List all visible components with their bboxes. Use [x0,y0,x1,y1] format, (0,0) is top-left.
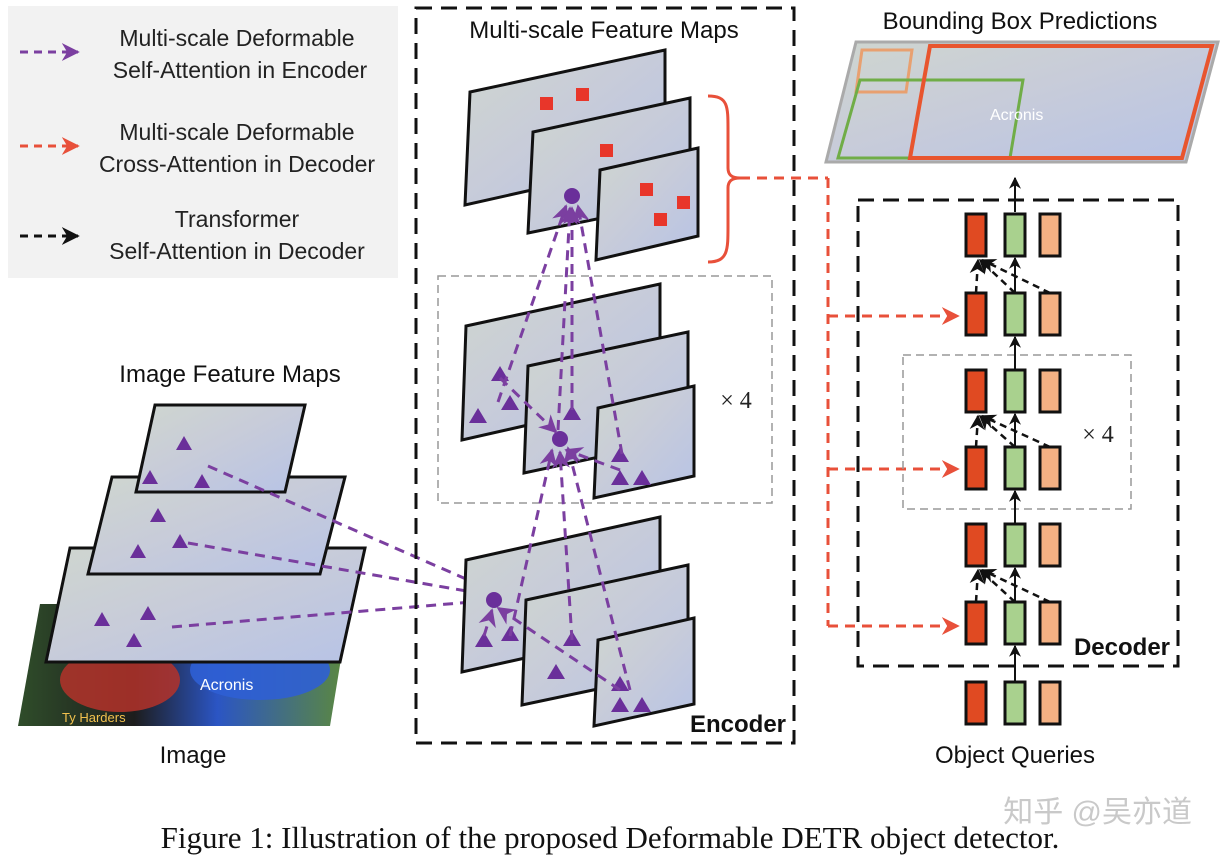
query-box-r6-c1 [1003,212,1027,258]
query-box-r2-c2 [1038,522,1062,568]
decoder-repeat-label: × 4 [1082,422,1114,448]
box-orange [907,44,1215,160]
query-box-r0-c1 [1003,680,1027,726]
multiscale-feature-maps-label: Multi-scale Feature Maps [469,17,738,44]
image-sponsor-text: Acronis [200,677,253,694]
query-box-r1-c2 [1038,600,1062,646]
legend-self-line2: Self-Attention in Decoder [109,238,365,264]
left-to-encoder-arrows [171,464,486,629]
encoder-repeat-label: × 4 [720,388,752,414]
feature-brace [707,94,741,264]
bottom-reference-point [486,592,502,608]
query-box-r6-c0 [964,212,988,258]
image-feature-maps-label: Image Feature Maps [119,361,340,388]
top-reference-point [564,188,580,204]
watermark: 知乎 @吴亦道 [1003,796,1192,829]
query-box-r3-c1 [1003,445,1027,491]
encoder-label: Encoder [690,711,786,738]
encoder-arrows-lower [498,376,632,691]
multiscale-map-top-small [594,146,700,262]
object-queries-label: Object Queries [935,742,1095,769]
cross-attention-lines [740,176,960,635]
decoder-repeat-box [902,354,1132,510]
self-attention-arrow [969,258,985,294]
query-box-r5-c0 [964,291,988,337]
query-box-r1-c0 [964,600,988,646]
bounding-box-predictions-label: Bounding Box Predictions [883,8,1158,35]
self-attention-arrow [978,415,1016,448]
encoder-box [414,6,796,745]
legend-encoder-line2: Self-Attention in Encoder [113,57,368,83]
legend-encoder-line1: Multi-scale Deformable [119,25,354,51]
decoder-box [856,198,1180,668]
legend-cross-line2: Cross-Attention in Decoder [99,151,375,177]
self-attention-arrow [980,568,1051,604]
figure-caption: Figure 1: Illustration of the proposed D… [161,820,1060,855]
legend: Multi-scale Deformable Self-Attention in… [8,6,398,278]
query-box-r5-c2 [1038,291,1062,337]
query-box-r3-c2 [1038,445,1062,491]
self-attention-arrow [969,568,985,603]
left-sampling-points [94,436,210,647]
mid-reference-point [552,431,568,447]
query-box-r5-c1 [1003,291,1027,337]
encoder-arrows-upper [496,204,624,455]
encoder-arrows-bottom [478,606,621,692]
image-shirt-text: Ty Harders [62,710,126,725]
query-box-r4-c2 [1038,368,1062,414]
legend-self-line1: Transformer [175,206,300,232]
image-label: Image [160,742,227,769]
query-box-r3-c0 [964,445,988,491]
self-attention-arrow [978,258,1016,294]
self-attention-arrow [969,414,985,448]
query-box-r0-c2 [1038,680,1062,726]
query-box-r2-c1 [1003,522,1027,568]
query-box-r6-c2 [1038,212,1062,258]
self-attention-arrow [980,414,1051,449]
prediction-sponsor-text: Acronis [990,107,1043,124]
query-box-r0-c0 [964,680,988,726]
decoder-rows [964,212,1062,726]
query-box-r1-c1 [1003,600,1027,646]
top-sampling-squares [540,88,690,226]
mid-sampling-points [469,366,651,485]
query-box-r2-c0 [964,522,988,568]
decoder-label: Decoder [1074,634,1170,661]
query-box-r4-c0 [964,368,988,414]
encoder-repeat-box [437,275,773,504]
query-box-r4-c1 [1003,368,1027,414]
image-feature-map-small [134,403,307,494]
prediction-image: Acronis [824,40,1220,164]
box-small [854,48,914,94]
legend-cross-line1: Multi-scale Deformable [119,119,354,145]
self-attention-arrow [978,568,1016,603]
self-attention-arrow [980,258,1051,295]
